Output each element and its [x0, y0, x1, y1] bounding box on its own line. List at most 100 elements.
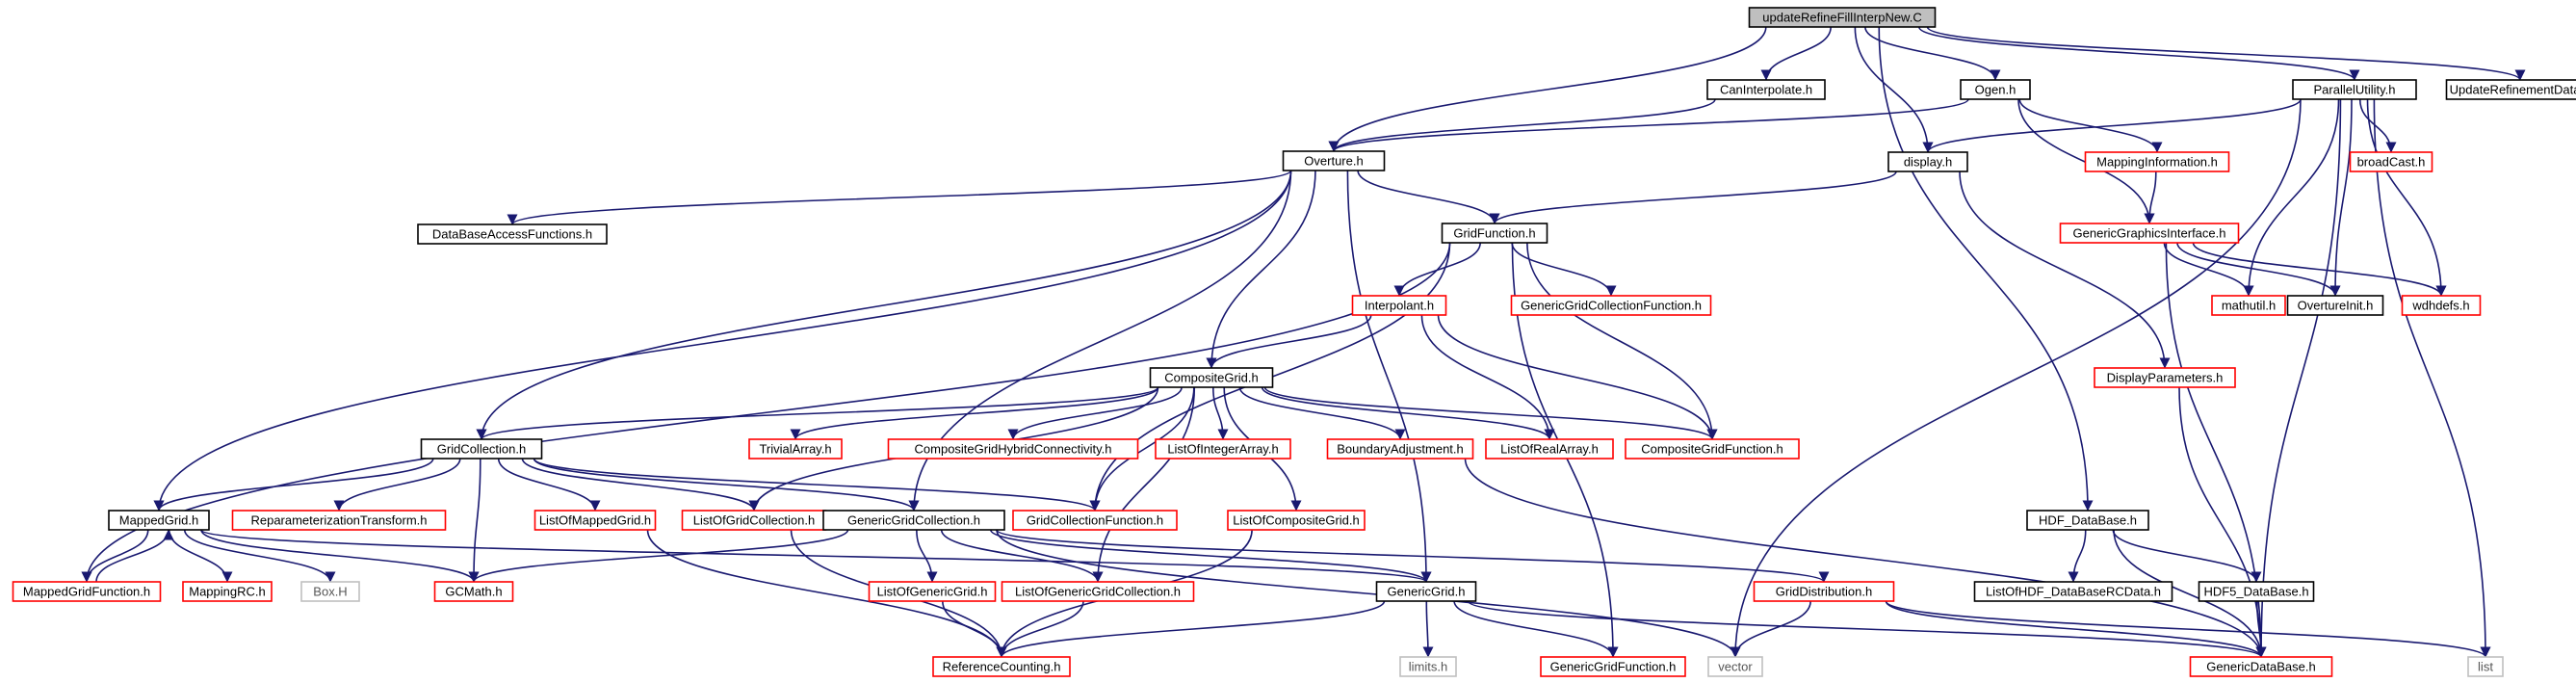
node-overture-init[interactable]: OvertureInit.h: [2286, 295, 2384, 316]
node-update-ref[interactable]: UpdateRefinementData.h: [2445, 79, 2576, 100]
node-ogen[interactable]: Ogen.h: [1960, 79, 2031, 100]
edge-generic-grid-to-gdb: [1467, 600, 2267, 658]
edge-grid-collection-to-ggc: [533, 458, 920, 512]
node-label: ListOfGenericGridCollection.h: [1015, 585, 1181, 599]
edge-ggi-to-overture-init: [2176, 242, 2341, 297]
node-label: mathutil.h: [2222, 299, 2276, 313]
node-gcf[interactable]: GridCollectionFunction.h: [1012, 510, 1178, 531]
edge-root-to-display: [1854, 26, 1934, 153]
node-mapping-info[interactable]: MappingInformation.h: [2084, 151, 2230, 172]
node-ggcf[interactable]: GenericGridCollectionFunction.h: [1510, 295, 1712, 316]
node-label: ListOfCompositeGrid.h: [1233, 513, 1360, 528]
node-loggrid[interactable]: ListOfGenericGrid.h: [868, 581, 997, 602]
node-trivial-array[interactable]: TrivialArray.h: [748, 438, 843, 460]
edge-overture-to-composite-grid: [1206, 170, 1316, 369]
edge-parallel-to-list: [2373, 98, 2491, 658]
edge-parallel-to-display: [1922, 98, 2302, 153]
node-label: GenericGridFunction.h: [1550, 660, 1677, 674]
node-label: ListOfIntegerArray.h: [1167, 442, 1278, 457]
node-label: DisplayParameters.h: [2107, 371, 2224, 385]
edge-composite-grid-to-gcf: [1089, 386, 1195, 512]
node-box: [1227, 510, 1366, 531]
node-mathutil[interactable]: mathutil.h: [2211, 295, 2286, 316]
node-wdhdefs[interactable]: wdhdefs.h: [2401, 295, 2482, 316]
node-label: ReparameterizationTransform.h: [250, 513, 427, 528]
node-root[interactable]: updateRefineFillInterpNew.C: [1748, 7, 1937, 28]
edge-ogen-to-mapping-info: [2018, 98, 2163, 153]
edge-ggc-to-grid-dist: [996, 529, 1830, 583]
node-cgf[interactable]: CompositeGridFunction.h: [1625, 438, 1800, 460]
node-box: [868, 581, 997, 602]
node-label: CanInterpolate.h: [1720, 83, 1812, 97]
edge-root-to-parallel: [1918, 26, 2360, 81]
node-grid-function[interactable]: GridFunction.h: [1441, 223, 1548, 244]
node-label: vector: [1718, 660, 1753, 674]
edge-loggrid-to-ref-count: [942, 600, 1007, 658]
node-ggi[interactable]: GenericGraphicsInterface.h: [2059, 223, 2240, 244]
node-ggc[interactable]: GenericGridCollection.h: [822, 510, 1005, 531]
node-box: [2059, 223, 2240, 244]
edge-parallel-to-overture-init: [2329, 98, 2353, 297]
node-box: [533, 510, 657, 531]
node-composite-grid[interactable]: CompositeGrid.h: [1149, 367, 1274, 388]
edge-mgf-to-mapped-grid: [95, 529, 174, 583]
node-ref-count[interactable]: ReferenceCounting.h: [932, 656, 1071, 677]
node-box: [2292, 79, 2417, 100]
node-label: updateRefineFillInterpNew.C: [1762, 11, 1921, 25]
node-label: GridCollection.h: [437, 442, 527, 457]
node-label: GCMath.h: [445, 585, 502, 599]
node-mgf[interactable]: MappedGridFunction.h: [12, 581, 162, 602]
edge-can-interp-to-overture: [1328, 98, 1716, 152]
edge-root-to-overture: [1328, 26, 1767, 152]
node-box: [2349, 151, 2433, 172]
node-broad-cast[interactable]: broadCast.h: [2349, 151, 2433, 172]
edge-composite-grid-to-cghc: [1007, 386, 1183, 440]
node-label: broadCast.h: [2357, 155, 2426, 170]
node-gdb[interactable]: GenericDataBase.h: [2189, 656, 2333, 677]
node-lohdf[interactable]: ListOfHDF_DataBaseRCData.h: [1973, 581, 2173, 602]
node-ggf[interactable]: GenericGridFunction.h: [1540, 656, 1686, 677]
node-box: [182, 581, 273, 602]
node-limits: limits.h: [1399, 656, 1457, 677]
node-lora[interactable]: ListOfRealArray.h: [1485, 438, 1614, 460]
node-label: ReferenceCounting.h: [943, 660, 1061, 674]
node-boundary-adj[interactable]: BoundaryAdjustment.h: [1326, 438, 1474, 460]
node-locg[interactable]: ListOfCompositeGrid.h: [1227, 510, 1366, 531]
node-gcmath[interactable]: GCMath.h: [433, 581, 514, 602]
node-box: [1887, 151, 1968, 172]
node-hdf5[interactable]: HDF5_DataBase.h: [2198, 581, 2315, 602]
node-label: GenericGraphicsInterface.h: [2073, 226, 2226, 241]
node-label: BoundaryAdjustment.h: [1337, 442, 1464, 457]
node-lomg[interactable]: ListOfMappedGrid.h: [533, 510, 657, 531]
node-interpolant[interactable]: Interpolant.h: [1351, 295, 1447, 316]
node-mapping-r-c[interactable]: MappingRC.h: [182, 581, 273, 602]
node-label: ListOfGridCollection.h: [693, 513, 815, 528]
node-display-params[interactable]: DisplayParameters.h: [2094, 367, 2236, 388]
node-logc[interactable]: ListOfGridCollection.h: [681, 510, 827, 531]
edge-overture-to-generic-grid: [1346, 170, 1432, 583]
node-display[interactable]: display.h: [1887, 151, 1968, 172]
node-generic-grid[interactable]: GenericGrid.h: [1375, 581, 1477, 602]
edge-interpolant-to-composite-grid: [1206, 314, 1372, 369]
node-loggc[interactable]: ListOfGenericGridCollection.h: [1001, 581, 1195, 602]
edge-mapping-info-to-ggi: [2144, 171, 2157, 224]
node-hdf[interactable]: HDF_DataBase.h: [2026, 510, 2149, 531]
node-overture[interactable]: Overture.h: [1282, 150, 1386, 171]
node-cghc[interactable]: CompositeGridHybridConnectivity.h: [887, 438, 1139, 460]
node-label: GenericGridCollection.h: [847, 513, 980, 528]
node-reparam[interactable]: ReparameterizationTransform.h: [231, 510, 447, 531]
edge-grid-collection-to-mapped-grid: [153, 458, 434, 512]
node-loia[interactable]: ListOfIntegerArray.h: [1155, 438, 1291, 460]
node-can-interp[interactable]: CanInterpolate.h: [1706, 79, 1826, 100]
edge-overture-to-dbaf: [507, 170, 1292, 225]
node-label: UpdateRefinementData.h: [2450, 83, 2576, 97]
node-grid-dist[interactable]: GridDistribution.h: [1753, 581, 1895, 602]
node-mapped-grid[interactable]: MappedGrid.h: [108, 510, 210, 531]
node-box: [1960, 79, 2031, 100]
node-parallel[interactable]: ParallelUtility.h: [2292, 79, 2417, 100]
edge-ggc-to-generic-grid: [990, 529, 1432, 583]
node-grid-collection[interactable]: GridCollection.h: [420, 438, 543, 460]
node-box: [12, 581, 162, 602]
node-dbaf[interactable]: DataBaseAccessFunctions.h: [417, 223, 608, 245]
node-box: [2401, 295, 2482, 316]
